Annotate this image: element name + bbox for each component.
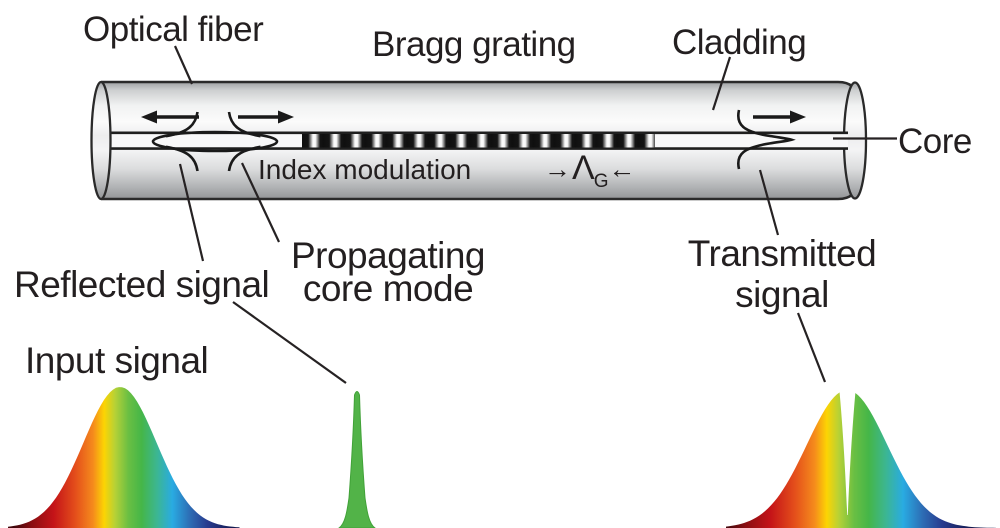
core-label: Core [898, 122, 972, 161]
leader-propagating-label [241, 162, 280, 243]
transmitted-signal-label: Transmitted signal [672, 233, 892, 315]
reflected-mode-tail-bottom [165, 145, 199, 172]
index-modulation-label: Index modulation [258, 154, 472, 185]
optical-fiber-label: Optical fiber [83, 10, 264, 49]
reflected-signal-label: Reflected signal [14, 264, 270, 305]
propagating-core-mode-line2: core mode [302, 268, 474, 309]
propagating-core-mode-line1: Propagating [290, 235, 486, 276]
transmitted-arrow-right-icon [753, 110, 806, 124]
propagating-mode-tail-bottom [227, 145, 261, 172]
transmitted-spectrum-curve [726, 390, 996, 528]
mode-overlap-lens [151, 130, 279, 153]
grating-period-arrow-right-icon: → [544, 153, 571, 184]
reflected-spectrum-peak [338, 391, 376, 528]
grating-period-arrow-left-icon: ← [608, 153, 636, 184]
grating-period-symbol: Λ [572, 149, 595, 187]
propagating-arrow-right-icon [238, 110, 294, 124]
grating-period-annotation: → Λ G ← [544, 149, 636, 191]
propagating-mode-tail-top [227, 111, 261, 138]
leader-cladding [711, 56, 732, 111]
fiber-left-endcap [90, 80, 112, 201]
reflected-mode-tail-top [165, 111, 199, 138]
direction-arrows [141, 110, 806, 124]
input-spectrum-curve [8, 387, 240, 528]
leader-reflected-label [178, 163, 205, 262]
core-mode-envelopes [151, 109, 796, 172]
leader-transmitted-to-notch [796, 312, 827, 383]
bragg-grating-stripes [302, 134, 655, 148]
cladding-label: Cladding [672, 23, 807, 62]
bragg-grating-label: Bragg grating [372, 25, 576, 64]
input-signal-label: Input signal [25, 340, 209, 381]
transmitted-signal-line2: signal [735, 274, 829, 315]
grating-period-subscript: G [593, 171, 609, 192]
transmitted-mode-curve [736, 109, 796, 170]
transmitted-signal-line1: Transmitted [687, 233, 877, 274]
reflected-arrow-left-icon [141, 110, 199, 124]
transmitted-notch [839, 386, 856, 515]
leader-reflected-to-peak [232, 301, 347, 384]
leader-lines [173, 45, 897, 384]
leader-optical-fiber [173, 45, 194, 85]
leader-transmitted-label [758, 169, 780, 236]
propagating-core-mode-label: Propagating core mode [272, 235, 504, 309]
